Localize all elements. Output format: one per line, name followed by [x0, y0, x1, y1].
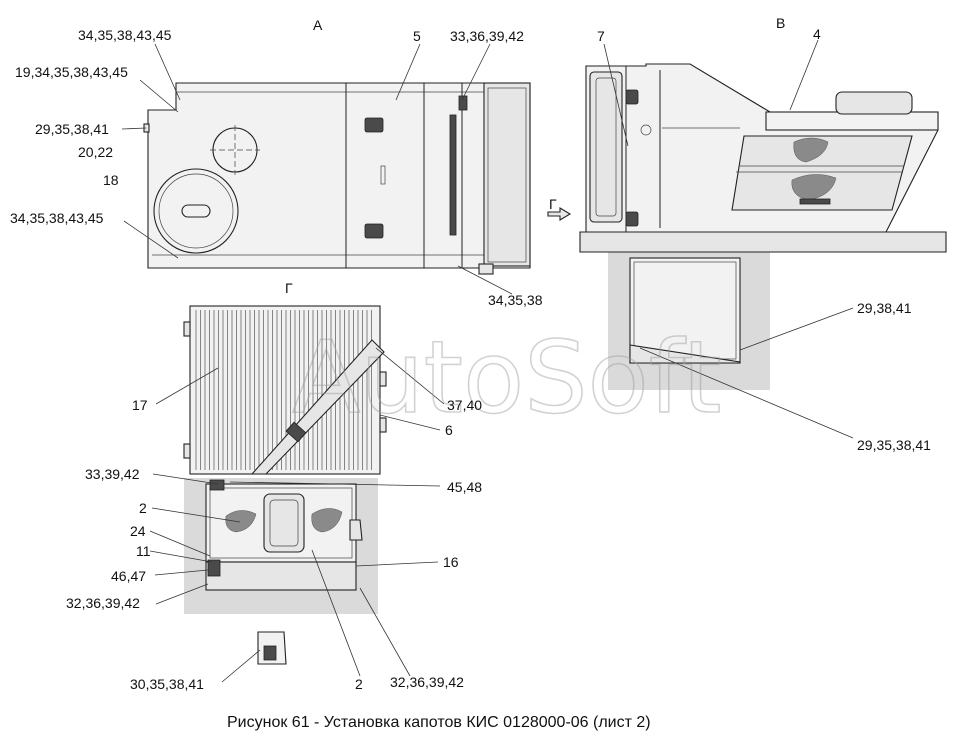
callout-label: 32,36,39,42 — [390, 674, 464, 690]
callout-label: 33,39,42 — [85, 466, 140, 482]
view-letter-b: В — [776, 15, 785, 31]
view-letter-g: Г — [285, 280, 293, 296]
view-g — [183, 305, 387, 665]
callout-label: 29,35,38,41 — [857, 437, 931, 453]
callout-label: 20,22 — [78, 144, 113, 160]
callout-label: 29,38,41 — [857, 300, 912, 316]
callout-label: 2 — [355, 676, 363, 692]
callout-label: 16 — [443, 554, 459, 570]
callout-label: 33,36,39,42 — [450, 28, 524, 44]
callout-label: 19,34,35,38,43,45 — [15, 64, 128, 80]
leader-lines — [121, 39, 854, 683]
view-a — [143, 82, 531, 275]
view-b — [547, 63, 947, 390]
callout-label: 34,35,38,43,45 — [10, 210, 104, 226]
callout-label: 32,36,39,42 — [66, 595, 140, 611]
callout-label: 11 — [136, 543, 151, 559]
callout-label: 46,47 — [111, 568, 146, 584]
callout-label: 7 — [597, 28, 605, 44]
callout-label: 6 — [445, 422, 453, 438]
view-letter-a: А — [313, 17, 323, 33]
callout-label: 4 — [813, 26, 821, 42]
callout-label: 18 — [103, 172, 119, 188]
figure-caption: Рисунок 61 - Установка капотов КИС 01280… — [227, 714, 651, 731]
callout-label: 17 — [132, 397, 148, 413]
arrow-letter-g: Г — [549, 196, 557, 212]
callout-label: 29,35,38,41 — [35, 121, 109, 137]
callout-label: 34,35,38 — [488, 292, 543, 308]
callout-label: 24 — [130, 523, 146, 539]
callout-label: 45,48 — [447, 479, 482, 495]
callout-label: 34,35,38,43,45 — [78, 27, 172, 43]
radiator-grille — [195, 310, 372, 470]
watermark: AutoSoft — [292, 319, 722, 436]
callout-label: 30,35,38,41 — [130, 676, 204, 692]
callout-label: 37,40 — [447, 397, 482, 413]
callout-label: 5 — [413, 28, 421, 44]
callout-label: 2 — [139, 500, 147, 516]
